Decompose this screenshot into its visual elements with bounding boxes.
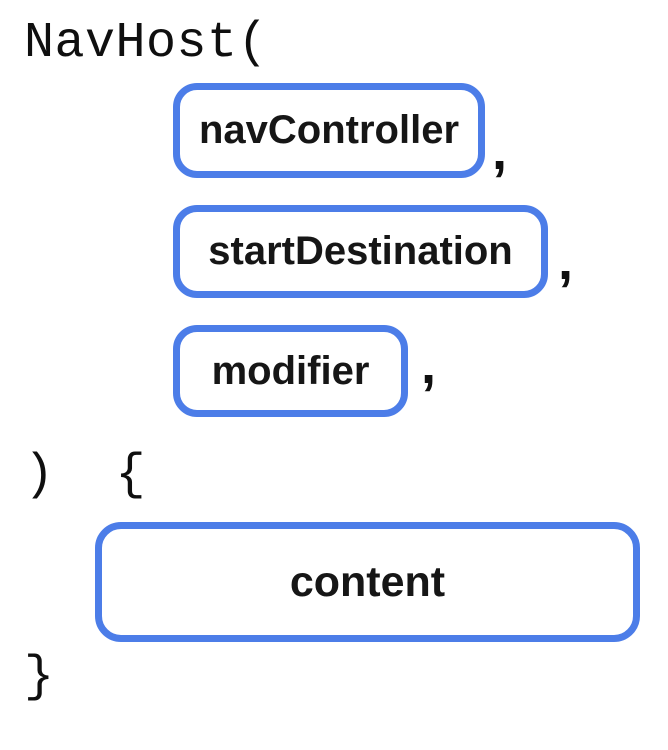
param-box-modifier: modifier (173, 325, 408, 417)
code-close-paren-open-brace: ) { (24, 447, 147, 504)
param-label-startdestination: startDestination (208, 229, 513, 273)
comma-after-modifier: , (421, 335, 437, 395)
comma-after-navcontroller: , (492, 121, 508, 181)
param-box-startdestination: startDestination (173, 205, 548, 298)
param-label-navcontroller: navController (198, 108, 460, 152)
code-close-brace: } (24, 649, 55, 706)
content-slot-label: content (289, 557, 446, 606)
comma-after-startdestination: , (558, 231, 574, 291)
param-label-modifier: modifier (211, 348, 370, 393)
content-slot-box: content (95, 522, 640, 642)
param-box-navcontroller: navController (173, 83, 485, 178)
code-navhost-open: NavHost( (24, 15, 269, 72)
